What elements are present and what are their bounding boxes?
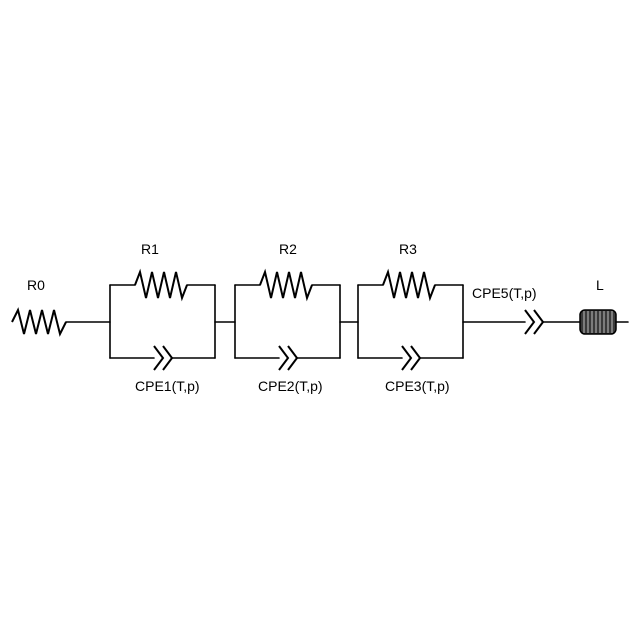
constant-phase-element-icon	[279, 346, 297, 370]
constant-phase-element-icon	[154, 346, 172, 370]
label-cpe2: CPE2(T,p)	[258, 378, 323, 394]
label-cpe5: CPE5(T,p)	[472, 285, 537, 301]
label-r1: R1	[141, 241, 159, 257]
label-r2: R2	[279, 241, 297, 257]
label-r3: R3	[399, 241, 417, 257]
resistor-icon	[12, 310, 66, 334]
parallel-block-3: R3 CPE3(T,p)	[358, 241, 463, 394]
resistor-icon	[260, 272, 312, 298]
resistor-icon	[135, 272, 187, 298]
label-l: L	[596, 277, 604, 293]
constant-phase-element-icon	[402, 346, 420, 370]
inductor-icon	[580, 310, 616, 334]
label-r0: R0	[27, 277, 45, 293]
resistor-icon	[383, 272, 435, 298]
parallel-block-1: R1 CPE1(T,p)	[110, 241, 215, 394]
label-cpe3: CPE3(T,p)	[385, 378, 450, 394]
parallel-block-2: R2 CPE2(T,p)	[235, 241, 340, 394]
series-inductor: L	[580, 277, 628, 334]
constant-phase-element-icon	[525, 310, 543, 334]
resistor-r0: R0	[12, 277, 110, 334]
label-cpe1: CPE1(T,p)	[135, 378, 200, 394]
series-cpe5: CPE5(T,p)	[463, 285, 580, 334]
